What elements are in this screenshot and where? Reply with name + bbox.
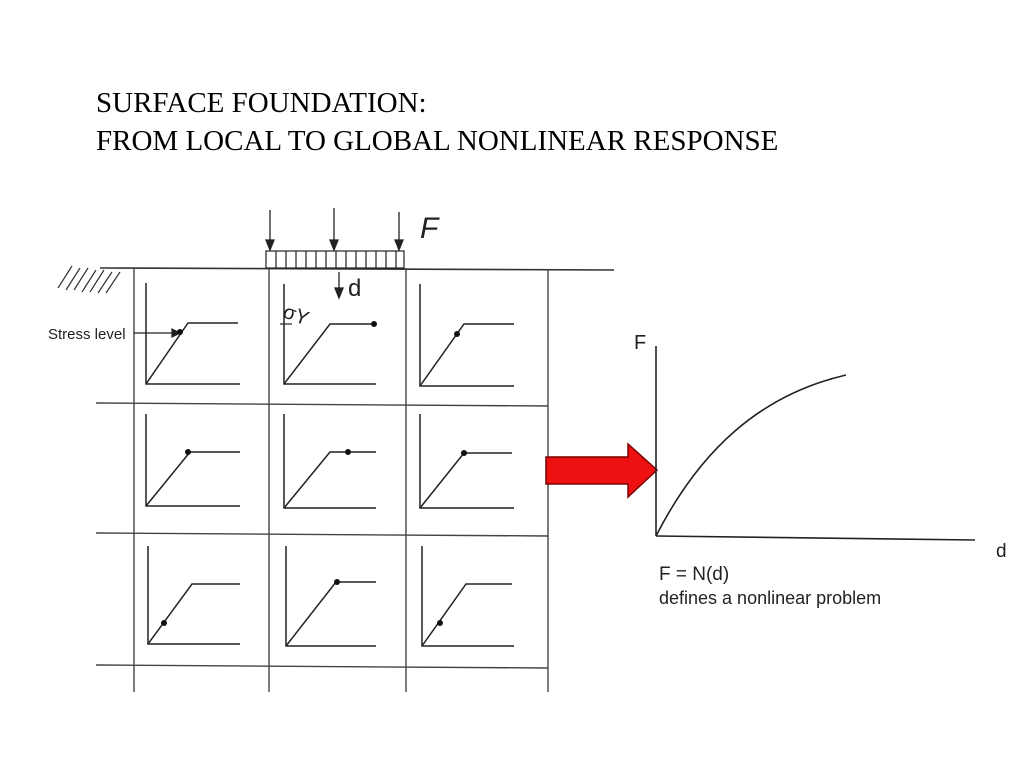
- transition-arrow: [545, 442, 659, 499]
- slide-title: SURFACE FOUNDATION: FROM LOCAL TO GLOBAL…: [96, 84, 976, 160]
- soil-hatching: [57, 265, 121, 294]
- stress-level-pointer: [134, 328, 182, 338]
- graph-caption: defines a nonlinear problem: [659, 588, 881, 608]
- local-response-curves: [145, 283, 514, 647]
- title-line-2: FROM LOCAL TO GLOBAL NONLINEAR RESPONSE: [96, 125, 779, 157]
- load-arrows: [265, 208, 404, 252]
- mesh-grid: [95, 268, 549, 692]
- global-response-graph: F d F = N(d) defines a nonlinear problem: [634, 332, 1007, 608]
- displacement-label: d: [348, 275, 361, 302]
- cell-r1c3: [419, 284, 514, 387]
- title-line-1: SURFACE FOUNDATION:: [96, 87, 427, 119]
- cell-r3c1: [147, 546, 240, 645]
- cell-r2c2: [283, 414, 376, 509]
- graph-x-label: d: [996, 541, 1007, 562]
- cell-r3c3: [421, 546, 514, 647]
- load-label: F: [420, 212, 440, 245]
- ground-surface-line: [99, 267, 615, 271]
- cell-r2c3: [419, 414, 514, 509]
- displacement-arrow: [334, 272, 344, 300]
- graph-y-label: F: [634, 332, 646, 354]
- stress-level-label: Stress level: [48, 326, 126, 343]
- cell-r3c2: [285, 546, 376, 647]
- cell-r1c1: [145, 283, 240, 385]
- graph-equation: F = N(d): [659, 564, 729, 585]
- graph-x-axis: [655, 535, 976, 541]
- foundation-footing: [265, 250, 405, 269]
- yield-stress-label: σY: [280, 301, 312, 330]
- force-displacement-curve: [655, 374, 847, 537]
- cell-r1c2: [283, 284, 377, 385]
- cell-r2c1: [145, 414, 240, 507]
